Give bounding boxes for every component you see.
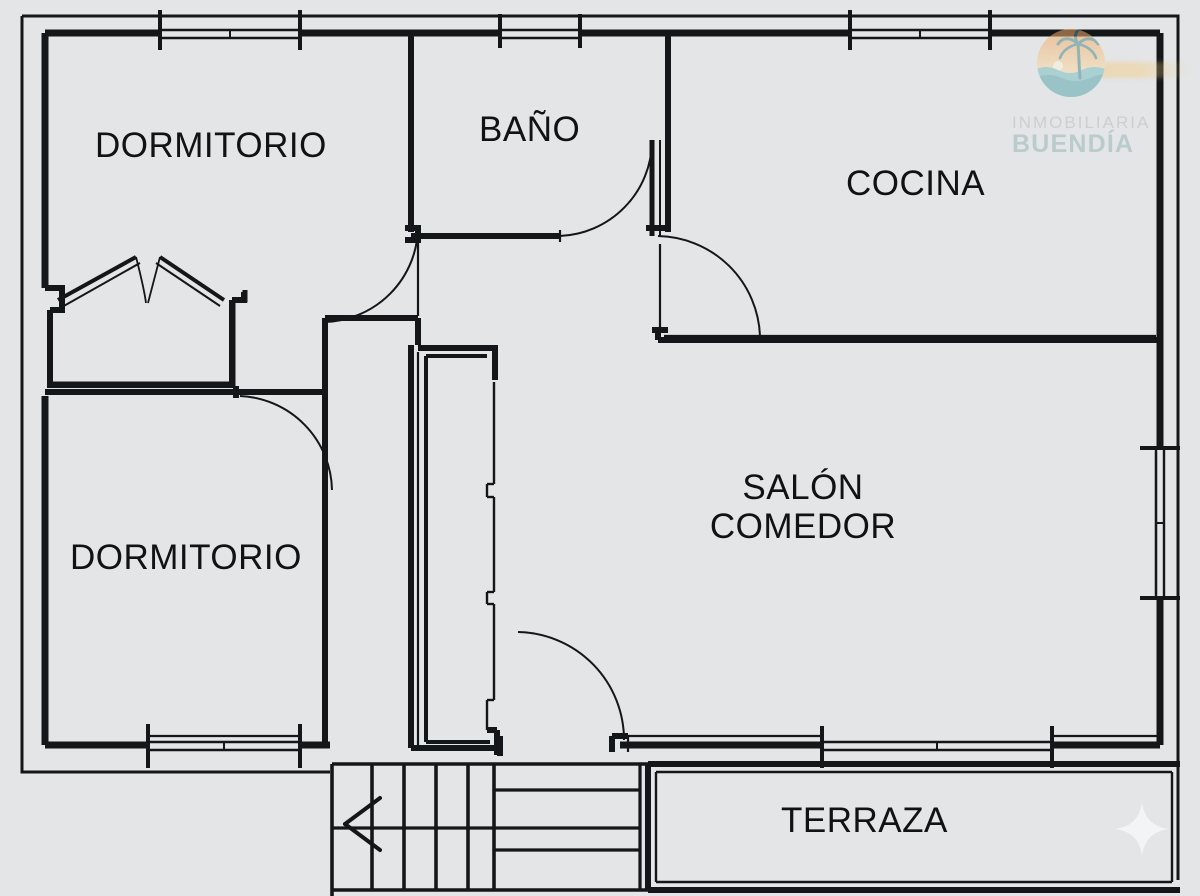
window-bano-top	[498, 14, 582, 48]
room-label-dormitorio-2: DORMITORIO	[70, 538, 302, 577]
door-salon-terraza	[517, 631, 625, 741]
room-label-dormitorio-1: DORMITORIO	[95, 126, 327, 165]
room-label-bano: BAÑO	[479, 110, 581, 149]
central-closet	[411, 345, 500, 755]
room-label-salon-comedor: SALÓN COMEDOR	[688, 468, 918, 546]
door-dormitorio-2	[239, 395, 333, 491]
bay-window-frame	[45, 285, 248, 387]
window-dormitorio-2-bottom	[146, 724, 302, 768]
window-cocina-top	[848, 10, 992, 50]
outer-boundary	[20, 14, 1180, 880]
door-cocina	[657, 235, 761, 337]
room-label-terraza: TERRAZA	[781, 801, 948, 840]
window-salon-right	[1140, 446, 1180, 600]
terraza-walls	[645, 761, 1180, 893]
room-label-salon-line2: COMEDOR	[709, 507, 897, 547]
window-dormitorio-1-top	[158, 10, 302, 50]
stairs-direction-arrow-icon	[343, 796, 382, 852]
stairs	[330, 762, 648, 896]
wall-inner-offsets	[148, 230, 1160, 752]
door-bano	[559, 140, 661, 237]
room-label-salon-line1: SALÓN	[742, 468, 864, 507]
bay-window-dormitorio-1	[45, 255, 247, 388]
room-label-cocina: COCINA	[846, 164, 986, 203]
exterior-walls	[41, 29, 1164, 749]
wall-stubs	[233, 225, 668, 756]
door-dormitorio-1	[324, 227, 419, 323]
